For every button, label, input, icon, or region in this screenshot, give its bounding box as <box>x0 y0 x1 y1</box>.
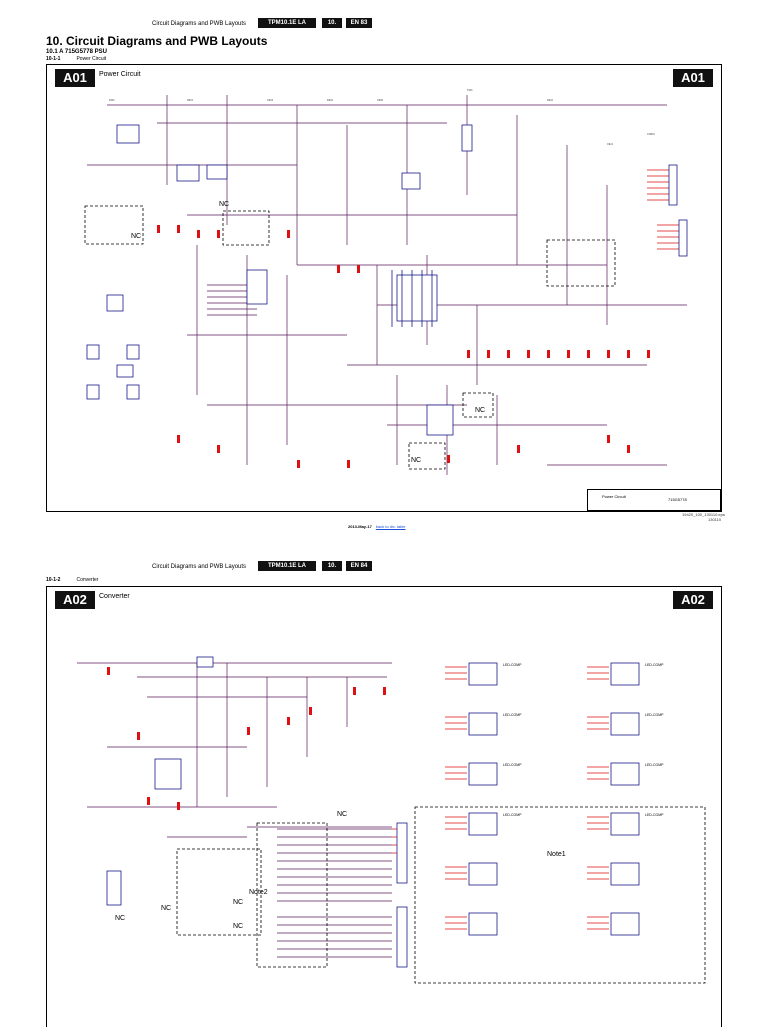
converter-schematic <box>77 656 706 984</box>
note2-label: Note2 <box>249 889 268 896</box>
note1-label: Note1 <box>547 851 566 858</box>
page1-header-section: 10. <box>322 18 342 28</box>
page2-header: Circuit Diagrams and PWB Layouts TPM10.1… <box>0 561 768 575</box>
title-block-code: 715G5778 <box>668 497 687 502</box>
subsection-converter: 10-1-2 Converter <box>46 577 98 583</box>
panel-title: Converter <box>99 593 130 600</box>
page2-header-section: 10. <box>322 561 342 571</box>
subsection-label: Power Circuit <box>76 56 107 62</box>
nc-label: NC <box>219 201 230 208</box>
net-label: LED-COMP <box>645 763 664 767</box>
page1-header: Circuit Diagrams and PWB Layouts TPM10.1… <box>0 18 768 32</box>
subsection-power: 10-1-1 Power Circuit <box>46 56 106 62</box>
power-circuit-panel: A01 Power Circuit A01 <box>46 64 722 512</box>
page1-header-title: Circuit Diagrams and PWB Layouts <box>152 21 247 27</box>
svg-text:F901: F901 <box>109 99 115 102</box>
panel-tag-right: A02 <box>673 591 713 609</box>
net-label: LED-COMP <box>503 763 522 767</box>
svg-text:C921: C921 <box>607 143 614 146</box>
back-to-table-link[interactable]: back to div. table <box>375 524 406 529</box>
subsection-number: 10-1-1 <box>46 56 61 62</box>
net-label: LED-COMP <box>645 663 664 667</box>
svg-text:T901: T901 <box>467 89 473 92</box>
panel-tag-right: A01 <box>673 69 713 87</box>
nc-label: NC <box>161 905 172 912</box>
panel-title: Power Circuit <box>99 71 141 78</box>
page-heading: 10. Circuit Diagrams and PWB Layouts <box>46 34 268 48</box>
svg-text:CN801: CN801 <box>647 133 655 136</box>
nc-label: NC <box>411 457 422 464</box>
svg-text:C903: C903 <box>267 99 274 102</box>
page2-header-model: TPM10.1E LA <box>258 561 316 571</box>
subsection-label: Converter <box>76 577 99 583</box>
net-label: LED-COMP <box>503 813 522 817</box>
net-label: LED-COMP <box>645 713 664 717</box>
panel-tag-left: A01 <box>55 69 95 87</box>
net-label: LED-COMP <box>503 713 522 717</box>
converter-panel: A02 Converter A02 <box>46 586 722 1027</box>
nc-label: NC <box>115 915 126 922</box>
title-block-name: Power Circuit <box>602 494 626 499</box>
title-block: Power Circuit 715G5778 <box>587 489 721 511</box>
panel-tag-left: A02 <box>55 591 95 609</box>
nc-label: NC <box>233 899 244 906</box>
page1-footnote-2: 130110 <box>708 517 722 522</box>
page2-header-title: Circuit Diagrams and PWB Layouts <box>152 564 247 570</box>
nc-label: NC <box>131 233 142 240</box>
nc-label: NC <box>337 811 348 818</box>
net-label: LED-COMP <box>503 663 522 667</box>
page1-header-page: EN 83 <box>346 18 372 28</box>
section-heading: 10.1 A 715G5778 PSU <box>46 49 107 55</box>
page1-header-model: TPM10.1E LA <box>258 18 316 28</box>
page1-footnote: 19420_100_130110.eps <box>682 512 725 517</box>
subsection-number: 10-1-2 <box>46 577 61 583</box>
svg-text:R901: R901 <box>187 99 194 102</box>
net-label: LED-COMP <box>645 813 664 817</box>
svg-text:C905: C905 <box>377 99 384 102</box>
date: 2013-May-17 <box>348 524 372 529</box>
page2-header-page: EN 84 <box>346 561 372 571</box>
nc-label: NC <box>233 923 244 930</box>
svg-text:D904: D904 <box>327 99 334 102</box>
svg-text:D910: D910 <box>547 99 554 102</box>
nc-label: NC <box>475 407 486 414</box>
